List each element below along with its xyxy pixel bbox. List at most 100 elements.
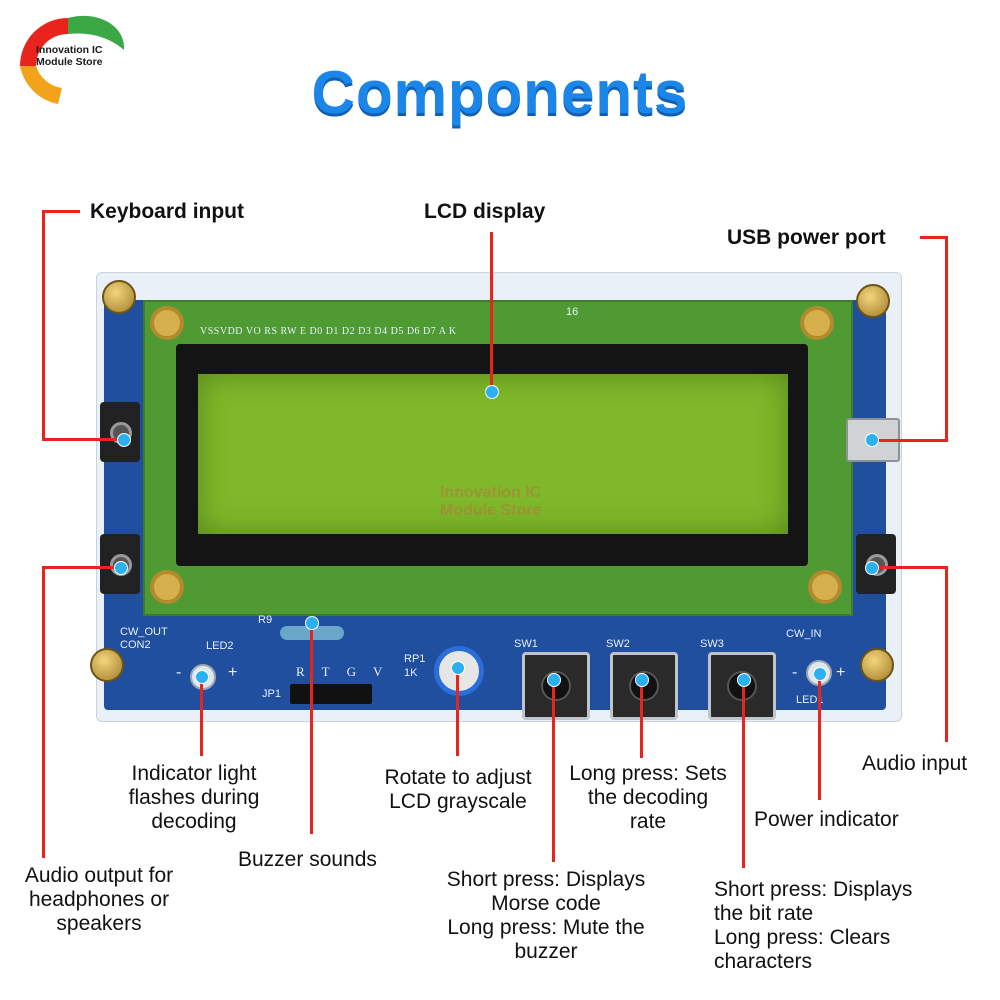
lcd-pin-header-labels: VSSVDD VO RS RW E D0 D1 D2 D3 D4 D5 D6 D… [200,326,457,337]
led1-label: LED1 [796,694,824,706]
leader-line [872,439,948,442]
store-logo [20,15,125,104]
label-line: the decoding [587,786,709,809]
label-line: Long press: Clears [714,926,891,949]
button-cap [541,671,571,701]
label-sw3-function: Short press: Displays the bit rate Long … [714,878,912,974]
leader-line [490,232,493,390]
label-line: flashes during [128,786,260,809]
label-line: speakers [56,912,142,935]
label-line: Indicator light [131,762,257,785]
marker-dot [813,667,827,681]
corner-screw [102,280,136,314]
marker-dot [865,561,879,575]
logo-line-1: Innovation IC [36,44,103,56]
label-line: LCD grayscale [389,790,527,813]
leader-line [42,566,122,569]
leader-line [552,678,555,862]
label-long-press-sets: Long press: Sets the decoding rate [556,762,740,834]
jp1-label: JP1 [262,688,281,700]
cw-in-label: CW_IN [786,628,822,640]
lcd-mount-hole [150,306,184,340]
sw3-label: SW3 [700,638,724,650]
leader-line [42,210,80,213]
watermark-line-1: Innovation IC [440,484,542,501]
leader-line [920,236,948,239]
logo-text: Innovation IC Module Store [36,44,103,68]
marker-dot [485,385,499,399]
logo-line-2: Module Store [36,56,103,68]
label-line: buzzer [514,940,578,963]
leader-line [945,236,948,442]
leader-line [42,210,45,440]
label-line: Short press: Displays [714,878,913,901]
marker-dot [635,673,649,687]
label-keyboard-input: Keyboard input [90,200,245,223]
label-line: Audio output for [24,864,174,887]
label-line: headphones or [28,888,170,911]
lcd-mount-hole [800,306,834,340]
corner-screw [860,648,894,682]
label-line: Long press: Sets [569,762,727,785]
label-line: rate [629,810,667,833]
lcd-screen [198,374,788,534]
watermark: Innovation IC Module Store [440,484,541,520]
jp1-header [290,684,372,704]
marker-dot [865,433,879,447]
marker-dot [117,433,131,447]
label-lcd-display: LCD display [424,200,546,223]
rp1-value: 1K [404,667,418,679]
label-indicator-light: Indicator light flashes during decoding [108,762,280,834]
led1-minus: - [792,664,798,681]
label-line: Morse code [491,892,601,915]
con2-text: CON2 [120,639,151,651]
label-line: the bit rate [714,902,814,925]
leader-line [945,566,948,742]
leader-line [456,666,459,756]
led2-label: LED2 [206,640,234,652]
label-line: Short press: Displays [446,868,646,891]
label-buzzer-sounds: Buzzer sounds [238,848,377,871]
label-rotate-adjust: Rotate to adjust LCD grayscale [368,766,548,814]
keyboard-input-jack[interactable] [100,402,140,462]
lcd-mount-hole [150,570,184,604]
leader-line [640,678,643,758]
cw-out-label: CW_OUT CON2 [120,626,168,652]
sw2-label: SW2 [606,638,630,650]
leader-line [310,622,313,834]
label-audio-input: Audio input [862,752,968,775]
leader-line [872,566,948,569]
leader-line [42,438,122,441]
lcd-pin-16-label: 16 [566,306,579,318]
rp1-text: RP1 [404,653,426,665]
marker-dot [305,616,319,630]
sw1-label: SW1 [514,638,538,650]
marker-dot [195,670,209,684]
button-cap [629,671,659,701]
corner-screw [90,648,124,682]
cw-out-text: CW_OUT [120,626,168,638]
jp1-pins-label: R T G V [296,664,390,679]
label-sw1-function: Short press: Displays Morse code Long pr… [426,868,666,964]
label-line: Long press: Mute the [447,916,645,939]
leader-line [818,672,821,800]
marker-dot [114,561,128,575]
marker-dot [547,673,561,687]
page-title: Components [311,59,689,126]
marker-dot [451,661,465,675]
label-line: characters [714,950,813,973]
label-audio-output: Audio output for headphones or speakers [6,864,192,936]
leader-line [200,676,203,756]
leader-line [42,566,45,858]
watermark-line-2: Module Store [440,502,542,519]
label-usb-power-port: USB power port [727,226,886,249]
rp1-label: RP1 1K [404,652,425,680]
label-line: decoding [151,810,237,833]
led2-minus: - [176,664,182,681]
led1-plus: + [836,664,846,681]
grayscale-potentiometer[interactable] [434,646,484,696]
lcd-mount-hole [808,570,842,604]
marker-dot [737,673,751,687]
label-line: Rotate to adjust [384,766,532,789]
label-power-indicator: Power indicator [754,808,899,831]
